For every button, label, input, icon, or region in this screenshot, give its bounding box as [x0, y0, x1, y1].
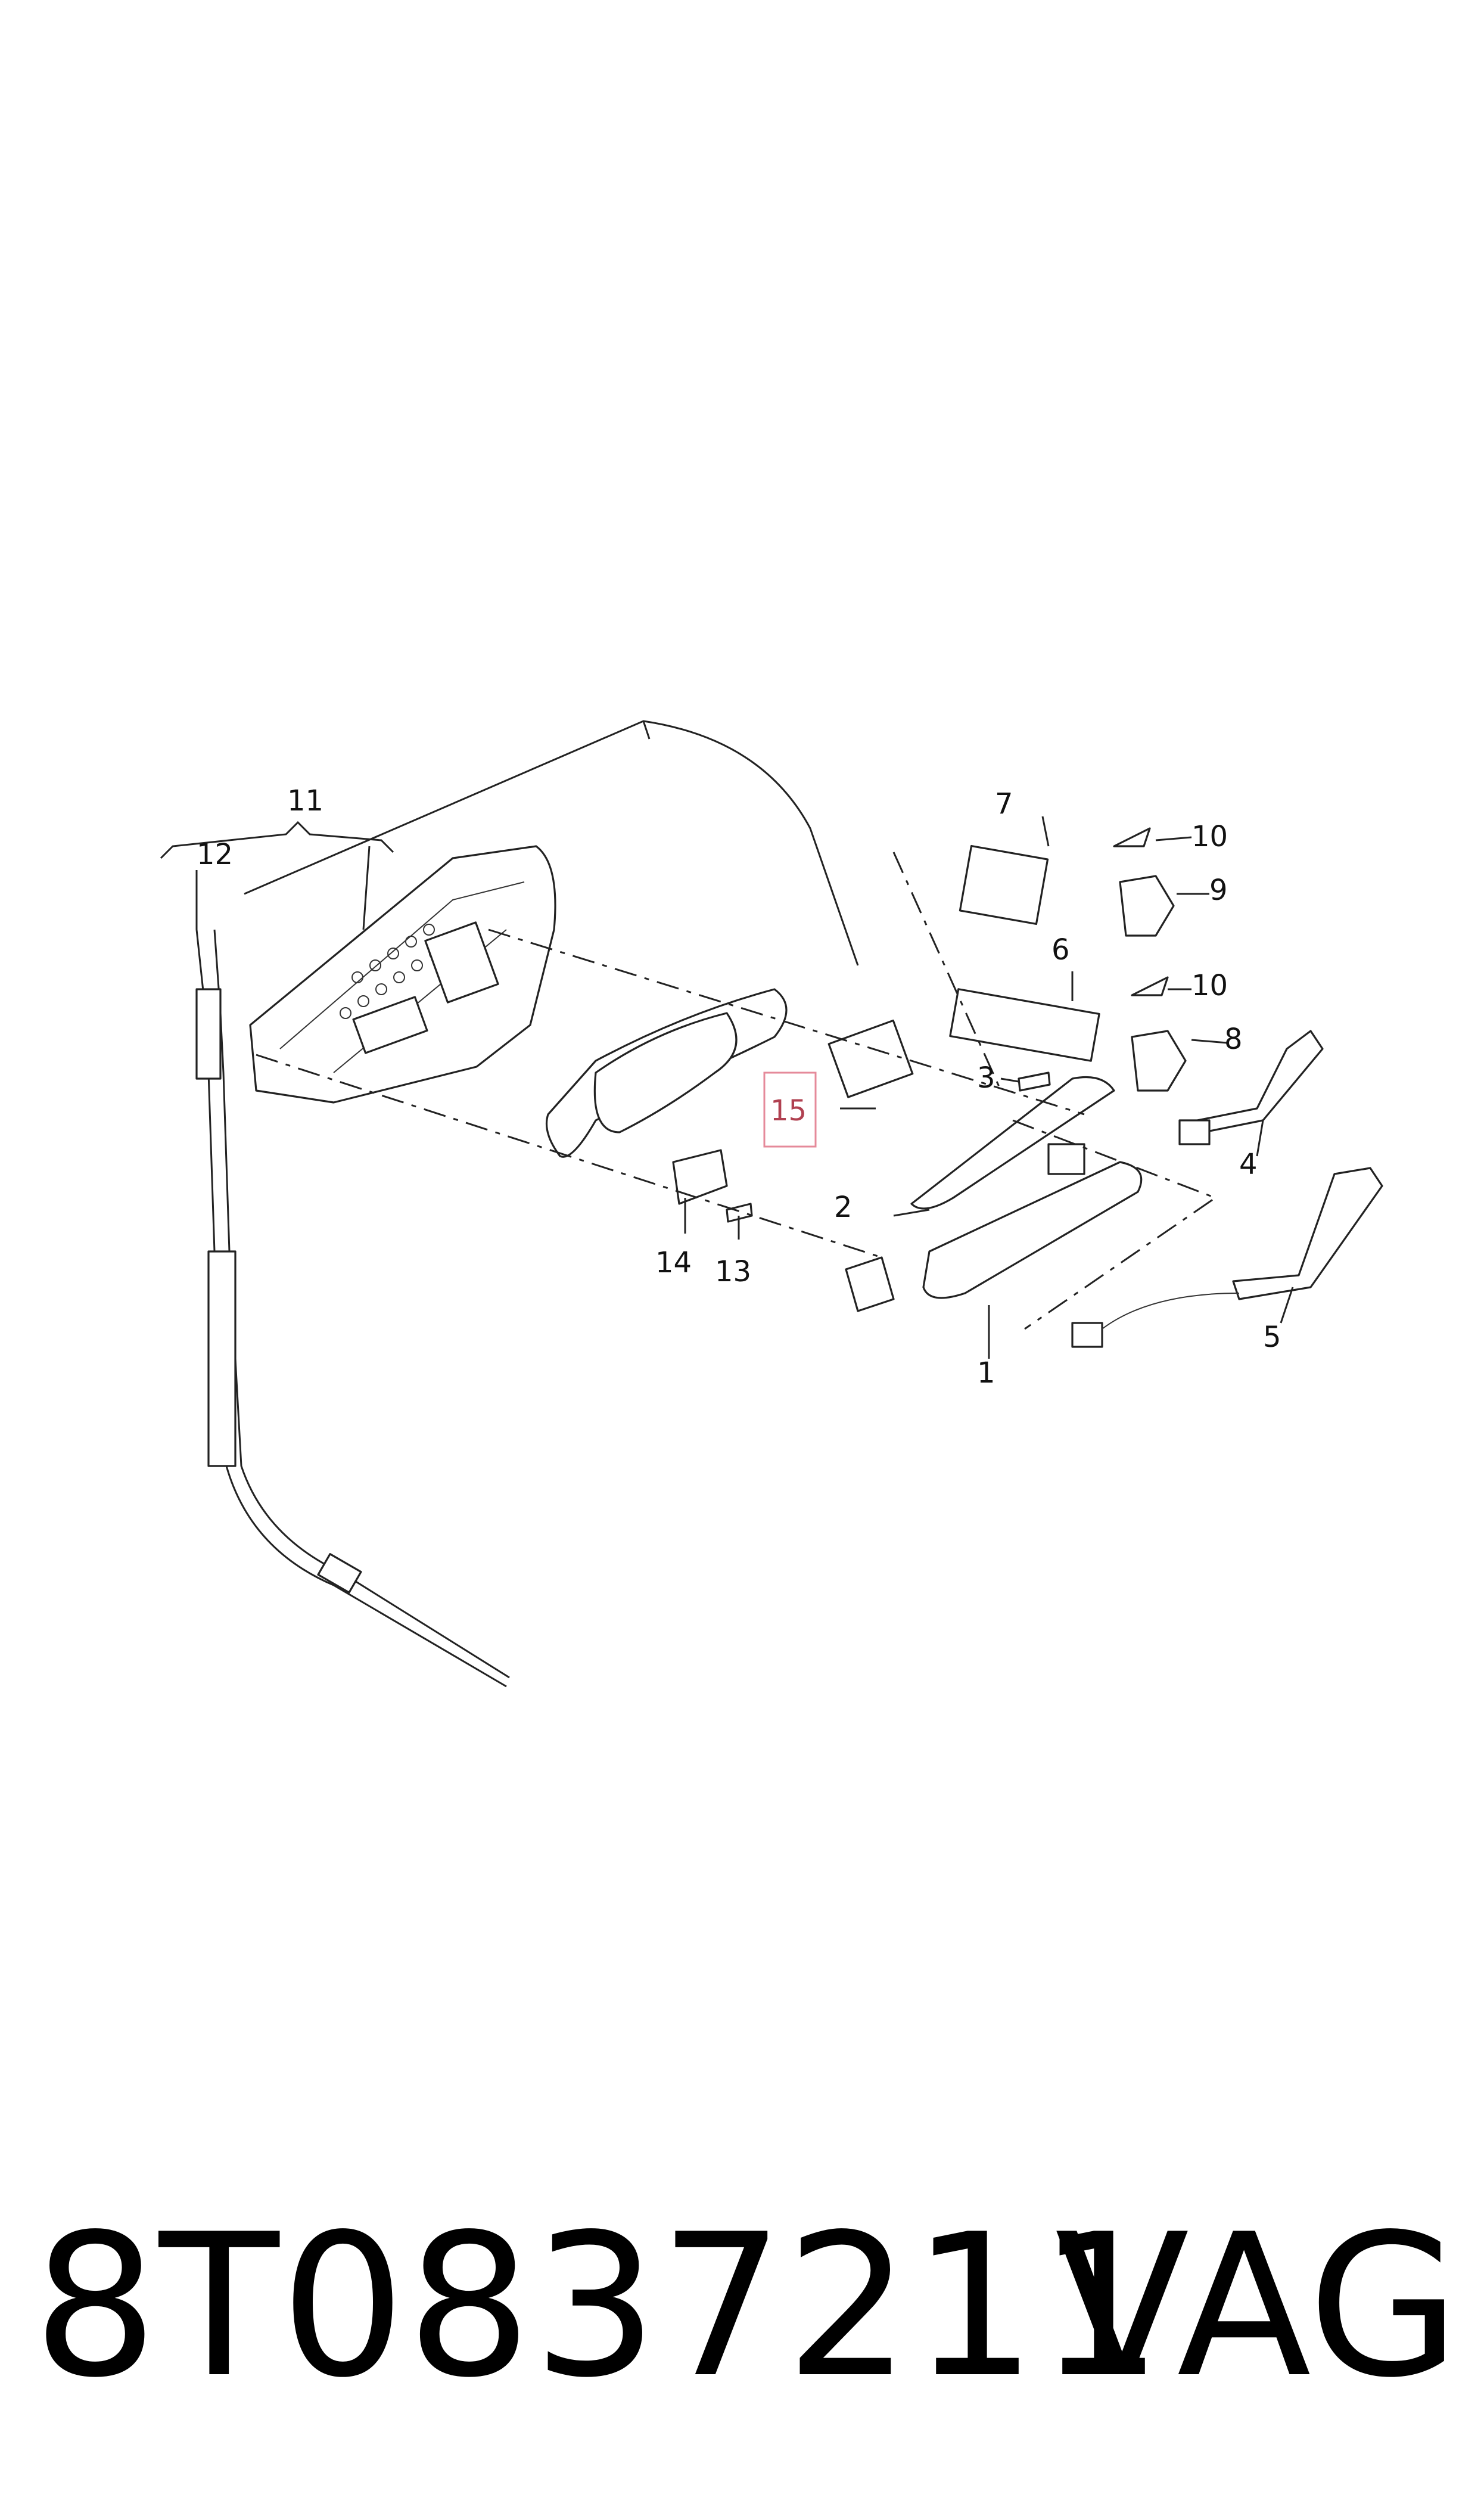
lock-housing: [959, 844, 1049, 925]
rear-seal: [672, 1149, 728, 1205]
callout-15: 15: [770, 1094, 807, 1128]
callout-10-lower: 10: [1191, 969, 1228, 1002]
callout-12: 12: [197, 838, 233, 871]
callout-2: 2: [834, 1191, 853, 1224]
cap-insert-lower: [1131, 976, 1169, 996]
set-screw: [1018, 1071, 1051, 1092]
exploded-parts-diagram: 11 12 14 13 15 2 3 4 5 1 6 7 8 9 10 10: [160, 720, 1383, 1688]
callout-11-bracket: [160, 821, 394, 930]
cap-insert-upper: [1113, 827, 1151, 847]
callout-9: 9: [1209, 874, 1228, 907]
handle-gasket-frame: [545, 988, 914, 1158]
callout-10-upper: 10: [1191, 820, 1228, 853]
callout-highlight-box: [763, 1071, 817, 1148]
callout-1: 1: [977, 1356, 995, 1390]
seal-strip-upper: [1178, 1030, 1324, 1145]
callout-13: 13: [715, 1255, 751, 1288]
part-number-label: 8T0837211: [33, 2192, 1165, 2421]
end-cap-lower: [1131, 1030, 1187, 1092]
bowden-cable: [195, 929, 510, 1688]
handle-carrier-bracket: [249, 845, 556, 1104]
callout-6: 6: [1051, 933, 1070, 967]
callout-5: 5: [1263, 1321, 1281, 1354]
callout-14: 14: [655, 1246, 692, 1279]
callout-4: 4: [1239, 1148, 1258, 1181]
callout-7: 7: [995, 787, 1013, 821]
door-panel-outline: [244, 720, 859, 966]
callout-labels: 11 12 14 13 15 2 3 4 5 1 6 7 8 9 10 10: [197, 784, 1281, 1390]
end-cap-upper: [1119, 875, 1175, 937]
door-handle: [845, 1161, 1143, 1312]
seal-strip-lower: [1071, 1167, 1383, 1348]
callout-8: 8: [1224, 1023, 1243, 1056]
screw: [726, 1203, 753, 1223]
leader-lines: [195, 816, 1294, 1359]
handle-cover: [910, 1076, 1115, 1210]
callout-3: 3: [977, 1061, 995, 1095]
callout-11: 11: [287, 784, 323, 818]
assembly-lines: [256, 852, 1218, 1330]
lock-cylinder: [949, 988, 1100, 1062]
brand-label: VAG: [1054, 2192, 1460, 2421]
